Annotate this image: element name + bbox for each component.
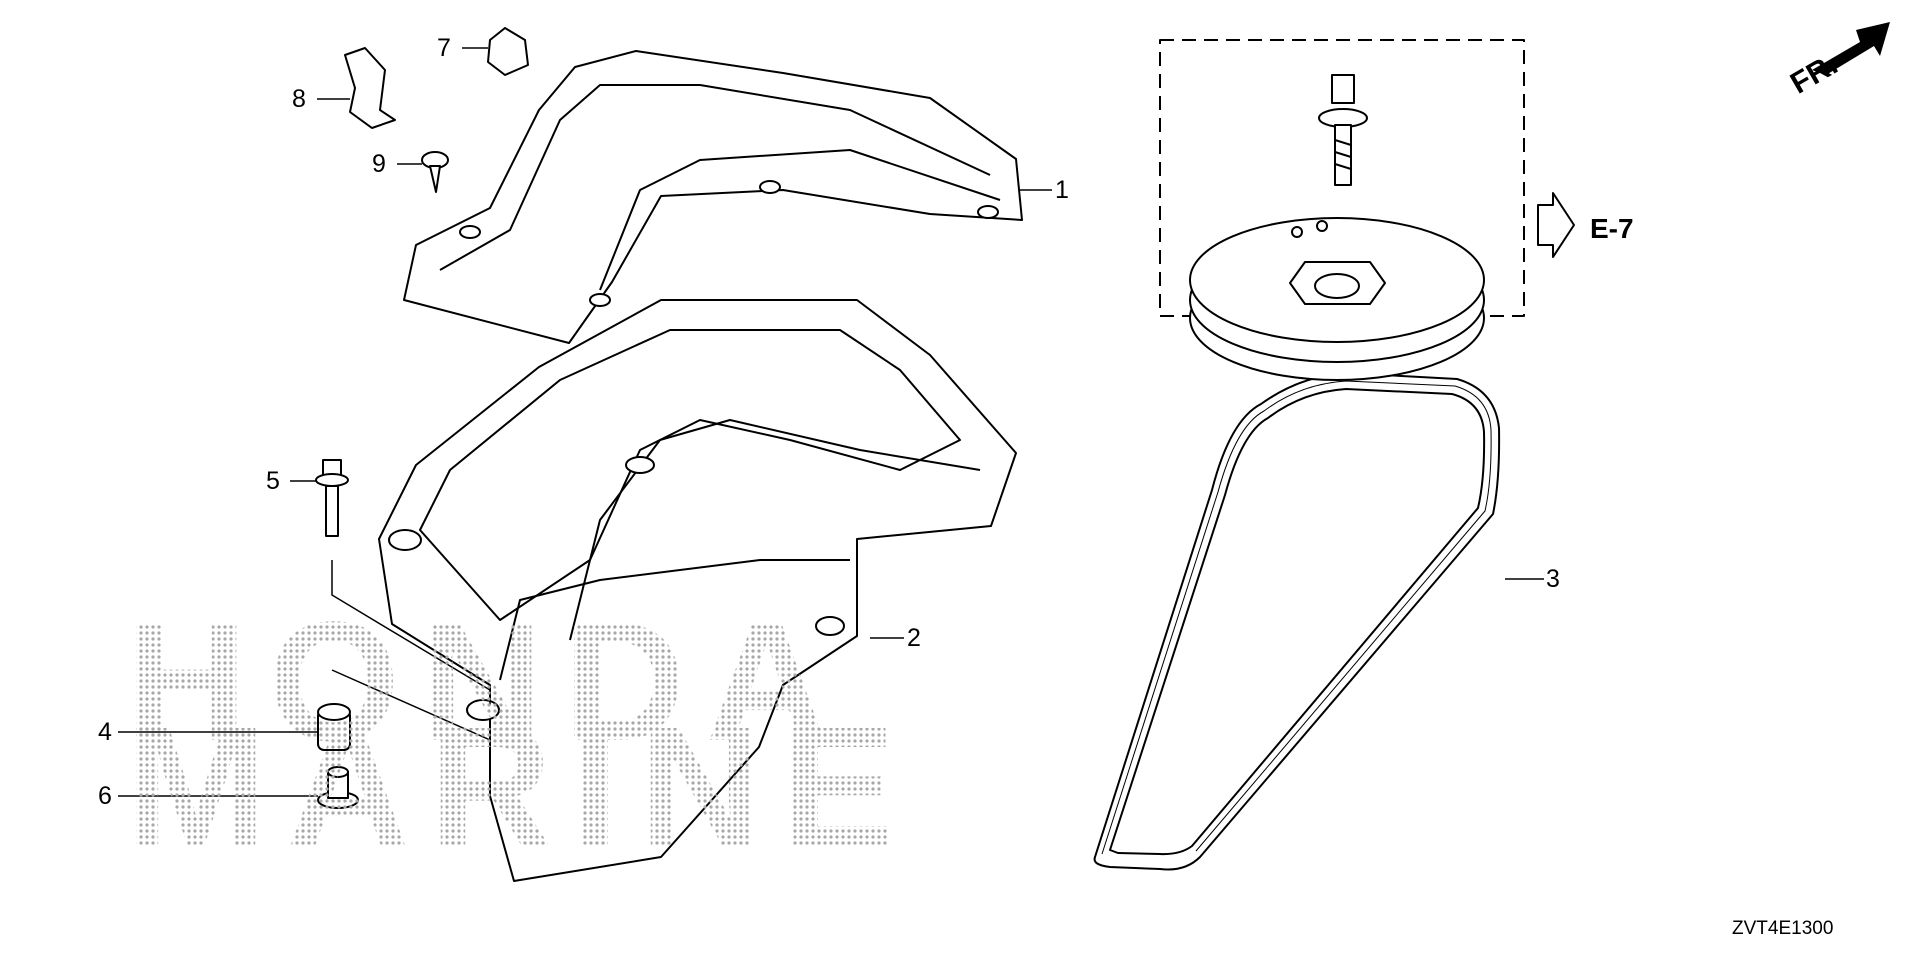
watermark: HONDA MARINE	[125, 587, 916, 882]
callout-5: 5	[266, 467, 280, 495]
callout-4: 4	[98, 718, 112, 746]
callout-1: 1	[1055, 176, 1069, 204]
reference-link-e7[interactable]: E-7	[1590, 213, 1634, 244]
watermark-marine: MARINE	[125, 692, 916, 882]
clip-8-part[interactable]	[344, 47, 396, 129]
clip-7-part[interactable]	[487, 27, 529, 76]
screw-part[interactable]	[421, 151, 449, 193]
front-direction-arrow-icon	[1812, 22, 1890, 75]
leader-lines	[118, 47, 1544, 797]
callout-9: 9	[372, 150, 386, 178]
callout-6: 6	[98, 782, 112, 810]
collar-part[interactable]	[317, 766, 359, 809]
callout-3: 3	[1546, 565, 1560, 593]
callout-2: 2	[907, 624, 921, 652]
pulley-bolt-part[interactable]	[1318, 74, 1368, 186]
belt-part[interactable]	[1093, 372, 1501, 871]
reference-arrow-icon	[1537, 192, 1575, 258]
upper-cover-part[interactable]	[403, 50, 1023, 344]
grommet-part[interactable]	[317, 703, 351, 751]
callout-8: 8	[292, 85, 306, 113]
pulley-part[interactable]	[1189, 217, 1485, 381]
belt-case-part[interactable]	[378, 299, 1017, 882]
bolt-part[interactable]	[315, 459, 349, 537]
callout-7: 7	[437, 34, 451, 62]
diagram-code: ZVT4E1300	[1732, 918, 1834, 939]
watermark-honda: HONDA	[125, 587, 848, 777]
